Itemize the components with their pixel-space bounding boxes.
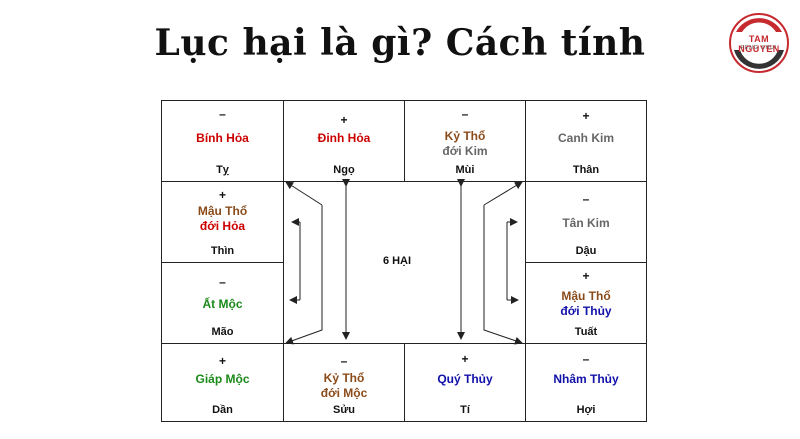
cell-hoi: – Nhâm Thủy Hợi	[525, 343, 647, 422]
arrow-left-bracket	[285, 181, 323, 345]
cell-branch: Mùi	[455, 164, 475, 176]
cell-ngo: + Đinh Hỏa Ngọ	[283, 100, 405, 182]
cell-branch: Sửu	[332, 404, 356, 416]
cell-sign: +	[461, 352, 469, 366]
center-label: 6 HẠI	[382, 255, 412, 267]
brand-logo: TAM NGUYEN FENG SHUI	[728, 12, 790, 74]
cell-branch: Mão	[211, 326, 234, 338]
cell-sign: +	[340, 113, 348, 127]
cell-branch: Thìn	[210, 245, 235, 257]
arrow-right-bracket	[483, 181, 523, 345]
cell-sign: +	[218, 188, 226, 202]
cell-sign: +	[582, 269, 590, 283]
logo-name: TAM NGUYEN	[738, 34, 780, 54]
page-title: Lục hại là gì? Cách tính	[154, 22, 646, 64]
cell-element: Bính Hỏa	[196, 131, 249, 145]
cell-dau: – Tân Kim Dậu	[525, 181, 647, 263]
cell-sign: –	[340, 354, 348, 368]
cell-sign: –	[461, 107, 469, 121]
cell-sign: –	[582, 192, 590, 206]
cell-element: Quý Thủy	[437, 372, 493, 386]
cell-branch: Hợi	[576, 404, 596, 416]
cell-dan: + Giáp Mộc Dần	[161, 343, 284, 422]
cell-than: + Canh Kim Thân	[525, 100, 647, 182]
cell-branch: Ngọ	[333, 164, 355, 176]
cell-branch: Dậu	[575, 245, 597, 257]
cell-element: Giáp Mộc	[195, 372, 250, 386]
cell-ti: + Quý Thủy Tí	[404, 343, 526, 422]
cell-branch: Tuất	[574, 326, 598, 338]
cell-element: Đinh Hỏa	[317, 131, 371, 145]
cell-element: Canh Kim	[557, 131, 614, 145]
cell-sign: –	[219, 275, 226, 289]
logo-emblem-icon	[729, 13, 789, 73]
cell-branch: Tỵ	[216, 164, 229, 176]
cell-sign: –	[219, 107, 226, 121]
cell-branch: Tí	[460, 404, 470, 416]
cell-sign: –	[582, 352, 590, 366]
cell-sign: +	[218, 354, 226, 368]
cell-element: Tân Kim	[562, 216, 610, 230]
cell-branch: Dần	[212, 404, 233, 416]
logo-subtitle: FENG SHUI	[740, 45, 778, 51]
cell-element: Ất Mộc	[202, 297, 243, 311]
cell-sign: +	[582, 109, 590, 123]
cell-element: Nhâm Thủy	[553, 372, 619, 386]
cell-branch: Thân	[572, 164, 600, 176]
